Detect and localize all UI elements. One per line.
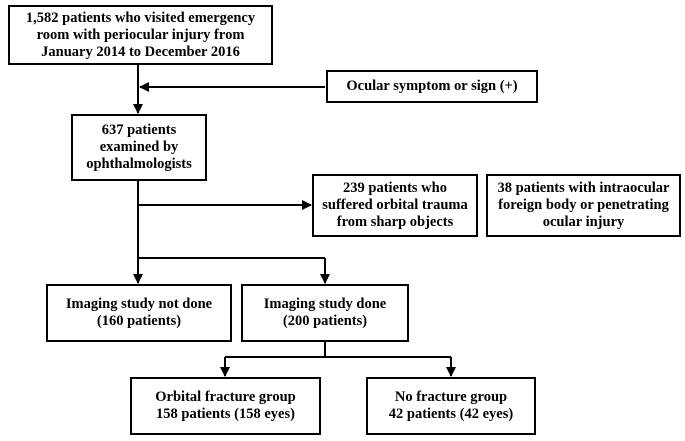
box-ocular-symptom: Ocular symptom or sign (+) (326, 70, 538, 103)
box-no-fracture: No fracture group 42 patients (42 eyes) (366, 377, 536, 435)
box-intraocular: 38 patients with intraocular foreign bod… (486, 174, 681, 237)
box-total-patients: 1,582 patients who visited emergency roo… (8, 5, 273, 65)
box-examined: 637 patients examined by ophthalmologist… (71, 114, 207, 181)
box-orbital-fracture: Orbital fracture group 158 patients (158… (130, 377, 321, 435)
box-imaging-not-done: Imaging study not done (160 patients) (46, 284, 232, 342)
box-sharp-objects: 239 patients who suffered orbital trauma… (312, 174, 478, 237)
box-imaging-done: Imaging study done (200 patients) (241, 284, 409, 342)
